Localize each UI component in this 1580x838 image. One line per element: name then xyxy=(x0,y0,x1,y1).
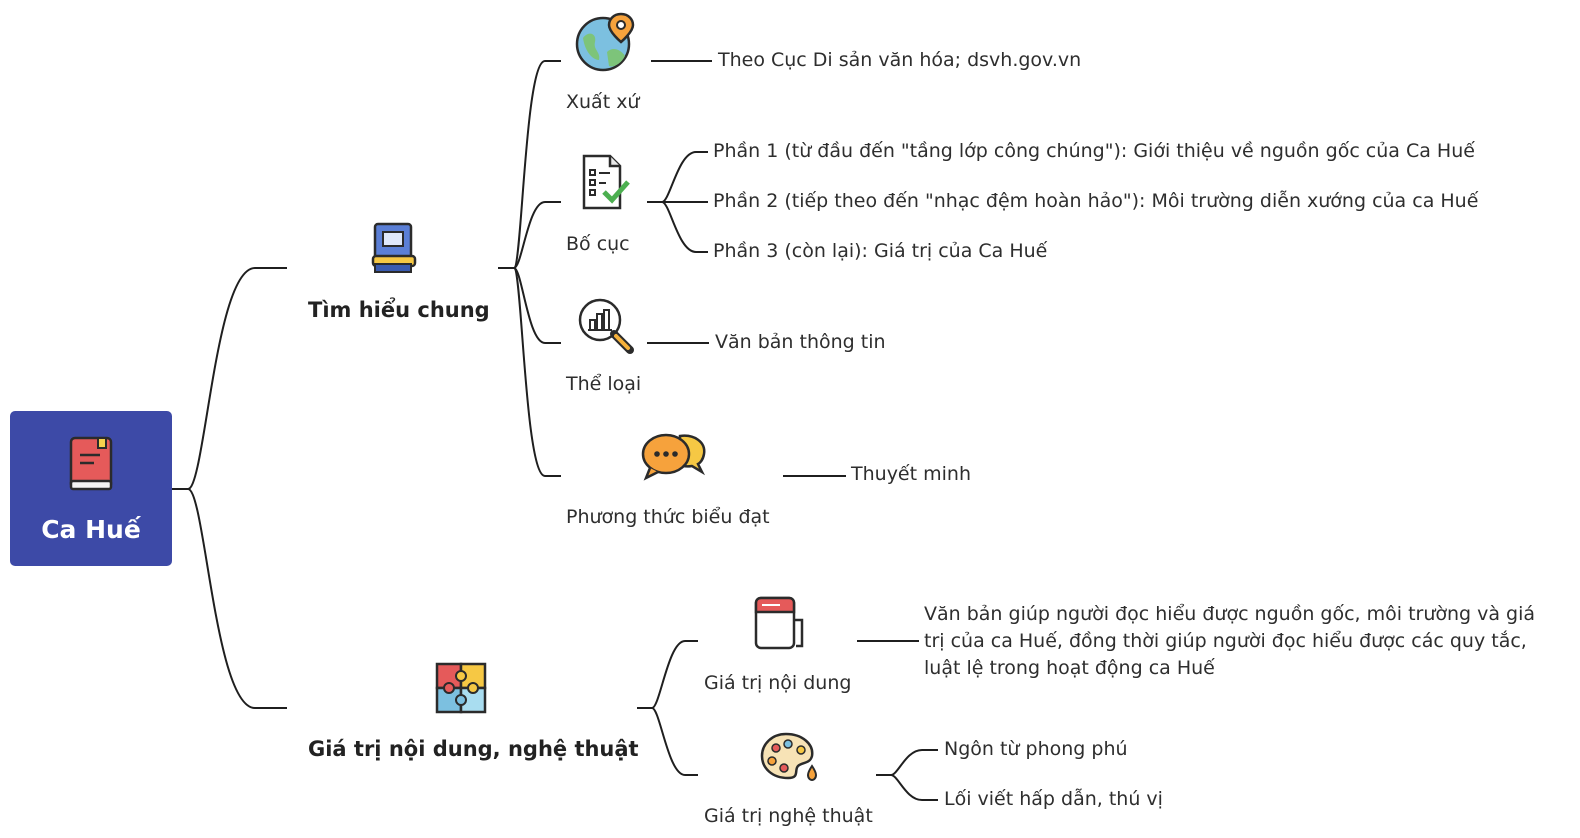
layout-part-2: Phần 2 (tiếp theo đến "nhạc đệm hoàn hảo… xyxy=(713,190,1479,212)
connector-general-genre xyxy=(513,267,561,344)
globe-pin-icon xyxy=(575,12,635,72)
content-label[interactable]: Giá trị nội dung xyxy=(704,672,852,694)
connector-root-value xyxy=(187,488,287,709)
connector-layout-part1 xyxy=(661,151,708,203)
root-label: Ca Huế xyxy=(41,515,141,544)
book-icon xyxy=(69,436,113,491)
chart-magnifier-icon xyxy=(578,298,634,354)
connector-layout-part3 xyxy=(661,201,708,253)
connector-art-item2 xyxy=(890,774,938,801)
checklist-icon xyxy=(582,154,630,210)
connector-general-origin xyxy=(513,60,561,269)
origin-label[interactable]: Xuất xứ xyxy=(566,91,640,113)
connector-general-layout xyxy=(513,201,561,269)
art-label[interactable]: Giá trị nghệ thuật xyxy=(704,805,873,827)
puzzle-icon xyxy=(435,662,487,714)
expression-label[interactable]: Phương thức biểu đạt xyxy=(566,506,770,528)
branch-value-label[interactable]: Giá trị nội dung, nghệ thuật xyxy=(308,737,639,761)
content-detail: Văn bản giúp người đọc hiểu được nguồn g… xyxy=(924,603,1536,679)
genre-detail: Văn bản thông tin xyxy=(715,331,886,353)
connector-value-art xyxy=(651,707,698,776)
art-item-2: Lối viết hấp dẫn, thú vị xyxy=(944,788,1163,810)
layout-label[interactable]: Bố cục xyxy=(566,233,630,255)
connector-root-general xyxy=(172,267,287,490)
genre-label[interactable]: Thể loại xyxy=(566,373,642,395)
layout-part-1: Phần 1 (từ đầu đến "tầng lớp công chúng"… xyxy=(713,140,1475,162)
connector-general-expression xyxy=(513,267,561,477)
root-node[interactable]: Ca Huế xyxy=(10,411,172,566)
branch-general-label[interactable]: Tìm hiểu chung xyxy=(308,298,490,322)
art-item-1: Ngôn từ phong phú xyxy=(944,738,1128,760)
notebook-icon xyxy=(754,596,804,650)
connector-art-item1 xyxy=(890,749,938,776)
expression-detail: Thuyết minh xyxy=(851,463,971,485)
connector-value-content xyxy=(651,640,698,709)
origin-detail: Theo Cục Di sản văn hóa; dsvh.gov.vn xyxy=(718,49,1082,71)
palette-icon xyxy=(760,732,818,782)
layout-part-3: Phần 3 (còn lại): Giá trị của Ca Huế xyxy=(713,240,1048,262)
chat-bubbles-icon xyxy=(641,433,706,481)
blue-book-icon xyxy=(371,222,417,273)
